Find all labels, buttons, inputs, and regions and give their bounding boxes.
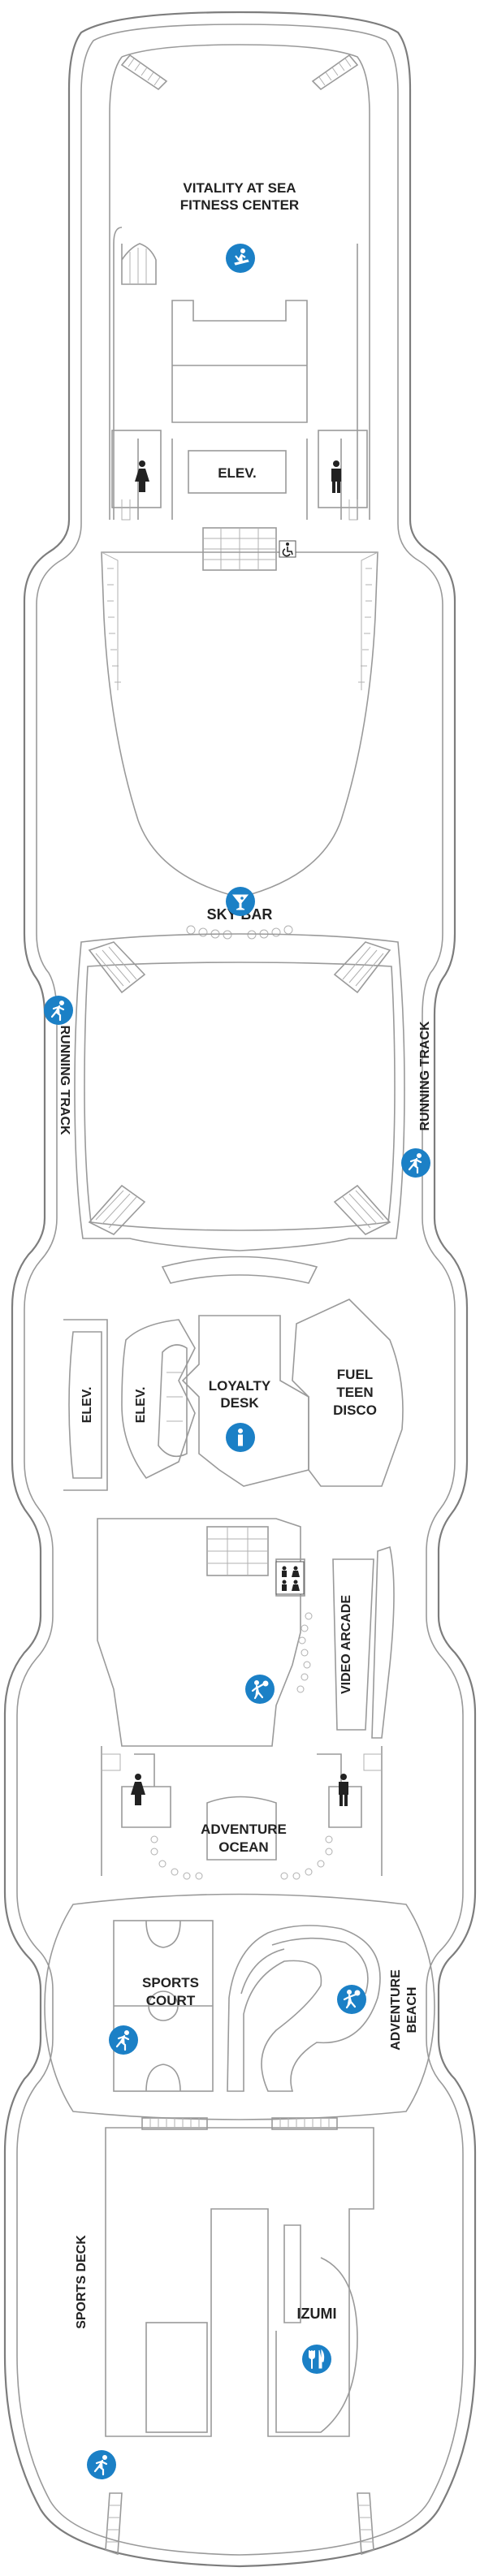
running-icon <box>109 2025 138 2055</box>
loyalty-desk-label-line1: LOYALTY <box>209 1378 271 1394</box>
running-icon <box>44 996 73 1025</box>
family-restroom-icon <box>275 1561 305 1595</box>
women-restroom-icon <box>131 1774 145 1805</box>
info-icon[interactable] <box>226 1423 255 1452</box>
adventure-beach-label-line2: BEACH <box>405 1987 419 2034</box>
women-restroom-icon <box>135 460 149 492</box>
elevator-label-port: ELEV. <box>80 1387 94 1424</box>
bow-stairs <box>120 54 359 91</box>
izumi-label: IZUMI <box>297 2306 337 2322</box>
fitness-center-label-line2: FITNESS CENTER <box>180 197 299 213</box>
teen-club-icon <box>245 1675 275 1704</box>
sports-court-label-line2: COURT <box>146 1993 196 2008</box>
fitness-area <box>111 227 368 571</box>
fuel-teen-disco-label-line1: FUEL <box>337 1367 373 1382</box>
fuel-teen-disco-label-line3: DISCO <box>333 1403 377 1418</box>
hull-outline <box>3 11 477 2568</box>
aft-area <box>105 2117 374 2556</box>
sports-court-label-line1: SPORTS <box>142 1975 199 1990</box>
sports-beach-area <box>44 1893 435 2120</box>
men-restroom-icon <box>339 1774 348 1806</box>
running-icon <box>87 2450 116 2479</box>
wheelchair-icon <box>279 540 296 558</box>
adventure-beach-label-line1: ADVENTURE <box>389 1969 403 2051</box>
fitness-treadmill-icon <box>226 244 255 273</box>
running-track <box>74 933 405 1284</box>
running-track-label-starboard: RUNNING TRACK <box>418 1021 432 1131</box>
cocktail-bar-icon <box>226 887 255 916</box>
adventure-ocean-label-line1: ADVENTURE <box>201 1822 287 1837</box>
men-restroom-icon <box>331 460 341 493</box>
running-track-label-port: RUNNING TRACK <box>58 1025 71 1135</box>
loyalty-desk-label-line2: DESK <box>220 1395 259 1411</box>
restaurant-icon <box>302 2345 331 2374</box>
video-arcade-label: VIDEO ARCADE <box>339 1595 353 1694</box>
elevator-label-starboard: ELEV. <box>134 1387 148 1424</box>
elevator-label-forward: ELEV. <box>218 465 257 481</box>
sports-deck-label: SPORTS DECK <box>75 2235 89 2329</box>
sky-bar-lounge <box>101 551 378 940</box>
fitness-center-label-line1: VITALITY AT SEA <box>183 180 296 196</box>
midship-area <box>63 1299 404 1491</box>
adventure-ocean-label-line2: OCEAN <box>218 1839 268 1855</box>
running-icon <box>401 1148 430 1178</box>
arcade-ocean-area <box>97 1518 395 1880</box>
fuel-teen-disco-label-line2: TEEN <box>336 1385 373 1400</box>
kids-club-icon <box>337 1985 366 2014</box>
